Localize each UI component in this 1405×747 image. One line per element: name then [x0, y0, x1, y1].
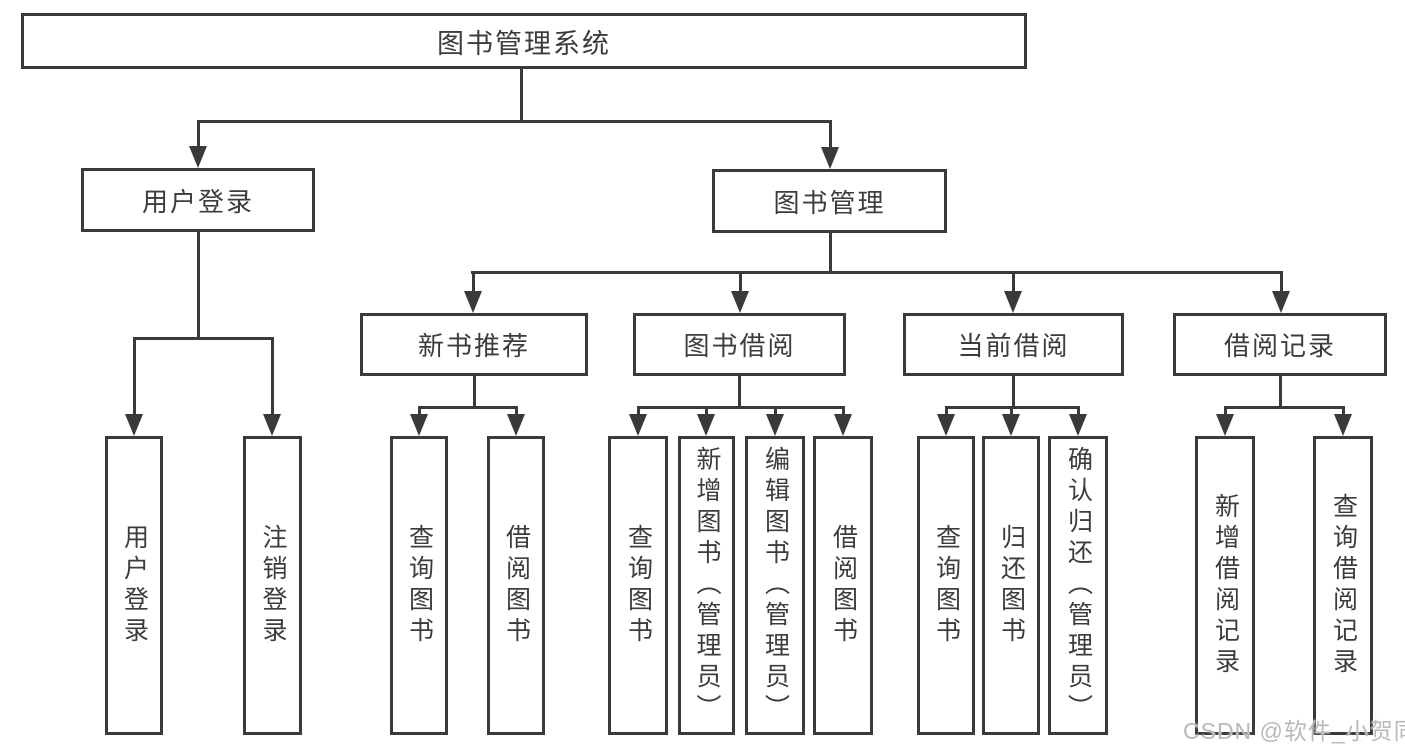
arrow-down-icon: [834, 414, 852, 436]
connector-line: [738, 376, 741, 406]
arrow-down-icon: [821, 147, 839, 169]
leaf-logout-label: 注销登录: [259, 523, 287, 648]
node-book-borrowing: 图书借阅: [633, 313, 846, 376]
leaf-query-books-recommend-label: 查询图书: [405, 523, 434, 648]
leaf-borrow-books-borrowing: 借阅图书: [813, 436, 873, 735]
leaf-query-borrow-record: 查询借阅记录: [1313, 436, 1373, 735]
leaf-user-login-label: 用户登录: [120, 523, 149, 648]
arrow-down-icon: [1069, 414, 1087, 436]
arrow-down-icon: [766, 414, 784, 436]
connector-line: [520, 69, 523, 120]
connector-line: [472, 271, 475, 291]
connector-line: [637, 406, 640, 414]
connector-line: [739, 271, 742, 291]
connector-line: [1077, 406, 1080, 414]
arrow-down-icon: [410, 414, 428, 436]
node-new-book-recommend: 新书推荐: [360, 313, 588, 376]
leaf-return-books-label: 归还图书: [997, 523, 1026, 648]
connector-line: [1279, 376, 1282, 406]
leaf-query-borrow-record-label: 查询借阅记录: [1329, 492, 1358, 679]
connector-line: [1012, 271, 1015, 291]
leaf-query-books-recommend: 查询图书: [390, 436, 448, 735]
arrow-down-icon: [464, 291, 482, 313]
connector-line: [471, 271, 1282, 274]
connector-line: [271, 337, 274, 414]
connector-line: [1342, 406, 1345, 414]
leaf-borrow-books-recommend: 借阅图书: [487, 436, 545, 735]
connector-line: [1280, 271, 1283, 291]
leaf-logout: 注销登录: [243, 436, 302, 735]
connector-line: [197, 120, 200, 146]
connector-line: [473, 376, 476, 406]
leaf-edit-books-admin: 编辑图书（管理员）: [745, 436, 805, 735]
arrow-down-icon: [189, 146, 207, 168]
leaf-return-books: 归还图书: [982, 436, 1040, 735]
node-borrowing-records: 借阅记录: [1173, 313, 1387, 376]
leaf-borrow-books-recommend-label: 借阅图书: [502, 523, 531, 648]
connector-line: [418, 406, 421, 414]
connector-line: [1012, 376, 1015, 406]
connector-line: [197, 120, 832, 123]
arrow-down-icon: [1004, 291, 1022, 313]
connector-line: [945, 406, 948, 414]
connector-line: [774, 406, 777, 414]
connector-line: [637, 406, 844, 409]
leaf-confirm-return-admin: 确认归还（管理员）: [1048, 436, 1108, 735]
arrow-down-icon: [1216, 414, 1234, 436]
arrow-down-icon: [731, 291, 749, 313]
leaf-add-books-admin: 新增图书（管理员）: [678, 436, 735, 735]
arrow-down-icon: [263, 414, 281, 436]
node-book-management: 图书管理: [712, 169, 947, 233]
leaf-add-books-admin-label: 新增图书（管理员）: [693, 446, 721, 725]
connector-line: [197, 232, 200, 337]
connector-line: [133, 337, 273, 340]
node-library-system: 图书管理系统: [21, 13, 1027, 69]
arrow-down-icon: [1272, 291, 1290, 313]
connector-line: [829, 120, 832, 147]
node-current-borrowing: 当前借阅: [903, 313, 1124, 376]
arrow-down-icon: [125, 414, 143, 436]
arrow-down-icon: [1334, 414, 1352, 436]
leaf-query-books-borrowing: 查询图书: [608, 436, 668, 735]
connector-line: [133, 337, 136, 414]
connector-line: [1224, 406, 1344, 409]
connector-line: [705, 406, 708, 414]
arrow-down-icon: [1002, 414, 1020, 436]
leaf-add-borrow-record-label: 新增借阅记录: [1211, 492, 1240, 679]
connector-line: [1010, 406, 1013, 414]
leaf-query-books-borrowing-label: 查询图书: [624, 523, 653, 648]
leaf-borrow-books-borrowing-label: 借阅图书: [829, 523, 858, 648]
arrow-down-icon: [937, 414, 955, 436]
connector-line: [515, 406, 518, 414]
node-user-login: 用户登录: [81, 168, 315, 232]
leaf-add-borrow-record: 新增借阅记录: [1195, 436, 1255, 735]
arrow-down-icon: [629, 414, 647, 436]
leaf-query-books-current: 查询图书: [917, 436, 975, 735]
connector-line: [842, 406, 845, 414]
arrow-down-icon: [697, 414, 715, 436]
leaf-query-books-current-label: 查询图书: [932, 523, 961, 648]
arrow-down-icon: [507, 414, 525, 436]
watermark: CSDN @软件_小贺同学: [1183, 718, 1405, 744]
leaf-user-login: 用户登录: [105, 436, 163, 735]
connector-line: [418, 406, 517, 409]
leaf-confirm-return-admin-label: 确认归还（管理员）: [1064, 446, 1093, 725]
leaf-edit-books-admin-label: 编辑图书（管理员）: [761, 446, 790, 725]
connector-line: [829, 233, 832, 271]
connector-line: [1224, 406, 1227, 414]
